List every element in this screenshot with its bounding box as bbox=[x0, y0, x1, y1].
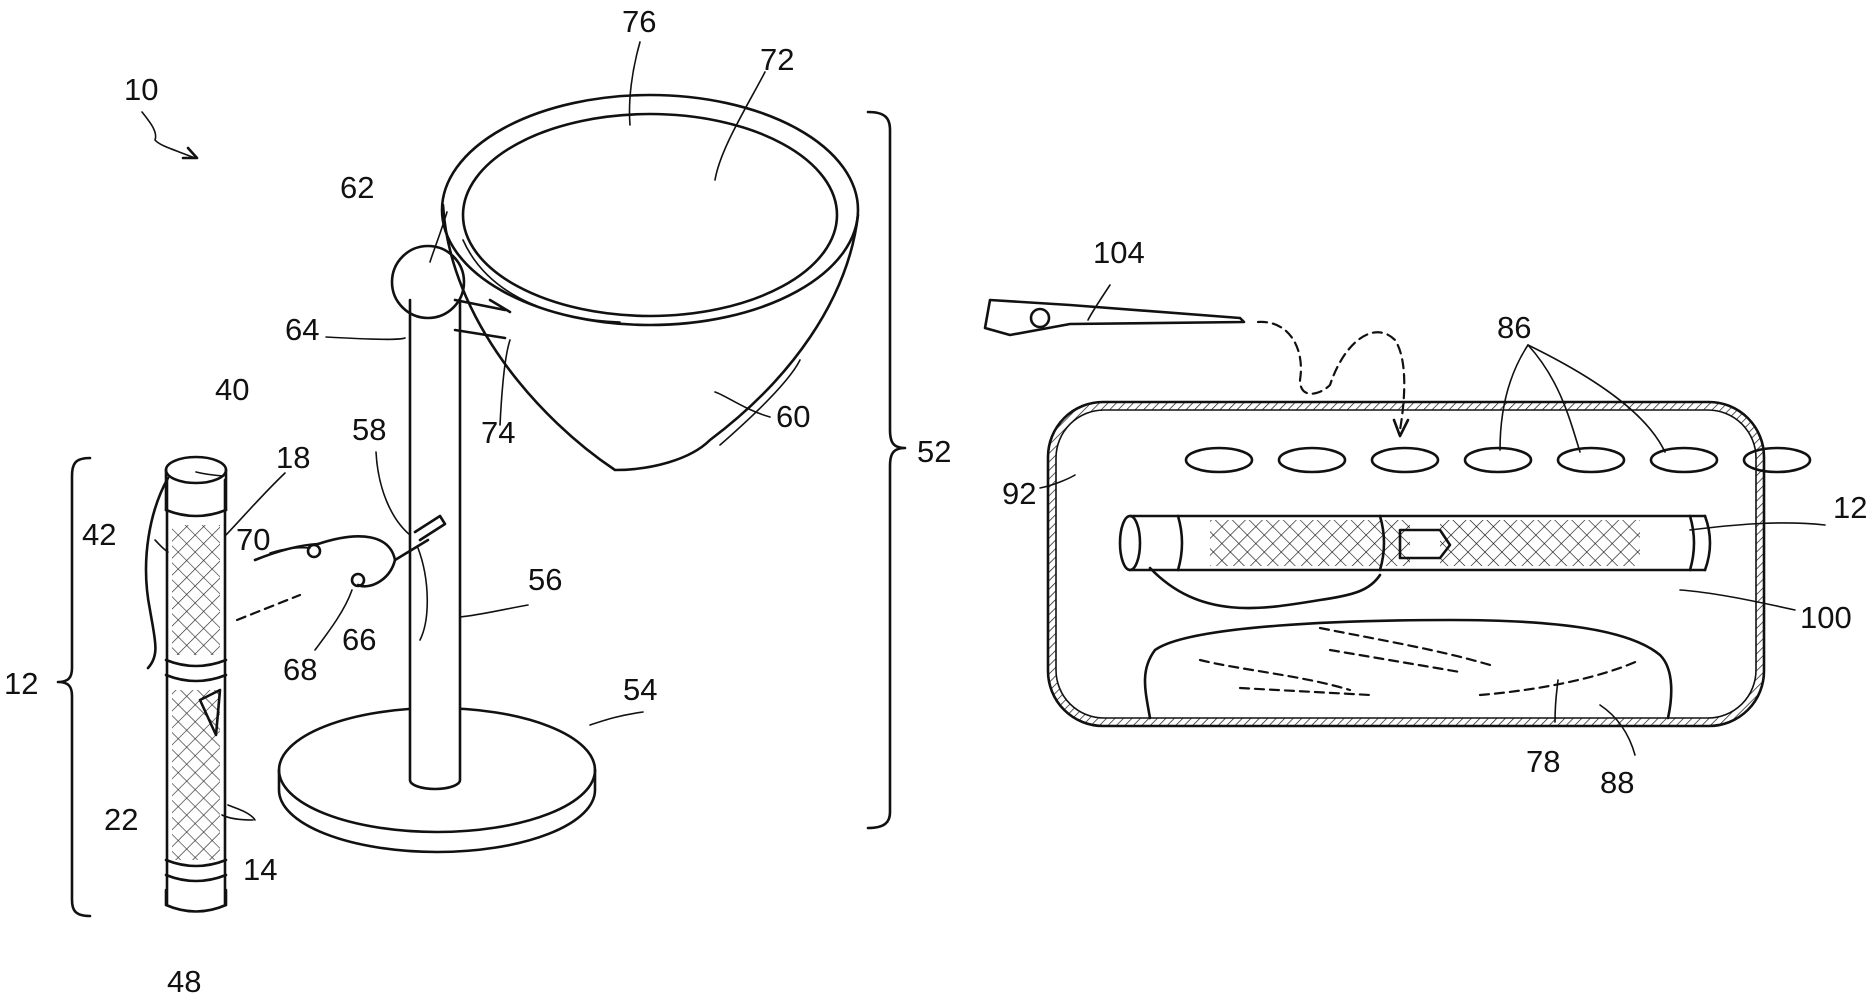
label-52: 52 bbox=[917, 434, 951, 469]
label-66: 66 bbox=[342, 622, 376, 657]
label-104: 104 bbox=[1093, 235, 1145, 270]
label-70: 70 bbox=[236, 522, 270, 557]
label-12-right: 12 bbox=[1833, 490, 1867, 525]
label-62: 62 bbox=[340, 170, 374, 205]
label-92: 92 bbox=[1002, 476, 1036, 511]
stand-assembly bbox=[237, 95, 905, 852]
bracket-52 bbox=[868, 112, 905, 828]
label-10: 10 bbox=[124, 72, 158, 107]
label-40: 40 bbox=[215, 372, 249, 407]
label-54: 54 bbox=[623, 672, 657, 707]
label-74: 74 bbox=[481, 415, 515, 450]
label-64: 64 bbox=[285, 312, 319, 347]
label-18: 18 bbox=[276, 440, 310, 475]
label-86: 86 bbox=[1497, 310, 1531, 345]
label-60: 60 bbox=[776, 399, 810, 434]
label-88: 88 bbox=[1600, 765, 1634, 800]
label-48: 48 bbox=[167, 964, 201, 999]
label-68: 68 bbox=[283, 652, 317, 687]
storage-case bbox=[1048, 402, 1810, 726]
label-56: 56 bbox=[528, 562, 562, 597]
label-78: 78 bbox=[1526, 744, 1560, 779]
label-58: 58 bbox=[352, 412, 386, 447]
label-22: 22 bbox=[104, 802, 138, 837]
label-12-left: 12 bbox=[4, 666, 38, 701]
label-42: 42 bbox=[82, 517, 116, 552]
label-72: 72 bbox=[760, 42, 794, 77]
label-76: 76 bbox=[622, 4, 656, 39]
vertical-post bbox=[410, 300, 460, 789]
bowl-arm bbox=[455, 300, 510, 338]
label-14: 14 bbox=[243, 852, 277, 887]
label-100: 100 bbox=[1800, 600, 1852, 635]
